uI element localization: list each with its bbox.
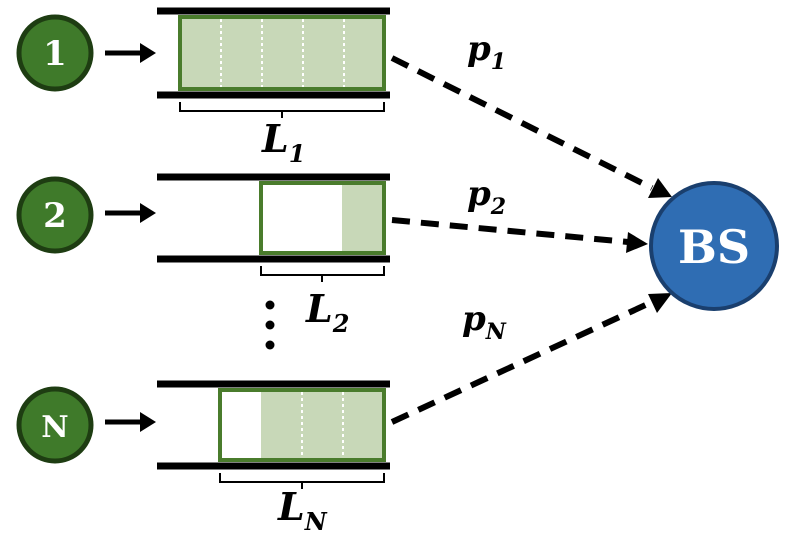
user-1-arrowhead (140, 43, 156, 63)
user-2-group: 2 L2 p2 (16, 173, 648, 338)
link-1-arrowhead (648, 178, 672, 198)
ellipsis-dot (265, 300, 275, 310)
link-n-to-bs (390, 299, 654, 425)
user-2-node (16, 176, 94, 254)
user-n-label: N (41, 410, 68, 445)
user-1-node (16, 14, 94, 92)
queue-2-length-label: L2 (305, 286, 349, 338)
link-2-to-bs (391, 217, 629, 245)
link-2-arrowhead (626, 232, 648, 253)
link-2-prob-label: p2 (467, 174, 506, 220)
queue-2-filled-slot (342, 185, 382, 251)
queue-1-length-label: L1 (261, 116, 305, 168)
user-n-arrowhead (140, 412, 156, 432)
user-n-group: N LN pN (16, 293, 672, 536)
link-n-prob-label: pN (462, 299, 507, 345)
ellipsis-dot (265, 320, 275, 330)
user-n-node (16, 386, 94, 464)
base-station-group: BS (649, 181, 779, 311)
link-n-arrowhead (648, 293, 672, 313)
user-2-label: 2 (43, 196, 67, 236)
link-1-to-bs (390, 55, 654, 191)
queue-2-length-brace (260, 266, 385, 282)
link-1-prob-label: p1 (467, 29, 506, 75)
queue-n-length-label: LN (277, 484, 328, 536)
base-station-label: BS (678, 220, 750, 274)
user-1-label: 1 (43, 34, 67, 74)
user-1-group: 1 L1 p1 (16, 7, 672, 198)
base-station-node (649, 181, 779, 311)
user-2-arrowhead (140, 203, 156, 223)
queue-1-length-brace (179, 102, 385, 118)
queue-n-length-brace (219, 473, 385, 489)
ellipsis-dot (265, 340, 275, 350)
queue-1-buffer (178, 15, 386, 91)
queue-n-filled-slots (261, 392, 382, 458)
